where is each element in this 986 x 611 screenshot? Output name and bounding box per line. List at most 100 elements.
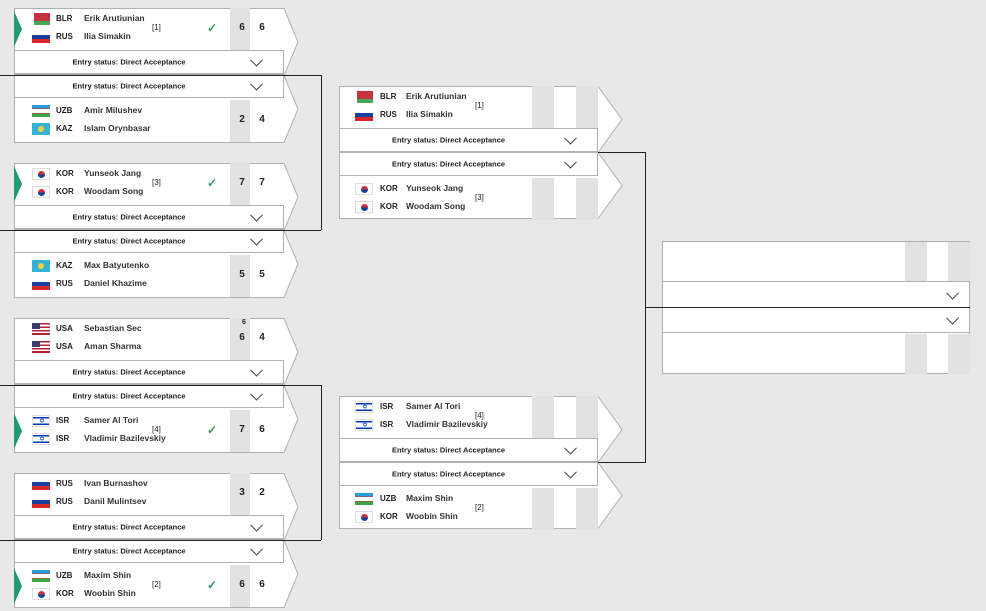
entry-status-row[interactable]: Entry status: Direct Acceptance [14, 50, 284, 74]
chevron-down-icon[interactable] [564, 131, 577, 145]
player-name[interactable]: Yunseok Jang [84, 168, 142, 178]
player-name[interactable]: Samer Al Tori [84, 415, 139, 425]
player-name[interactable]: Daniel Khazime [84, 278, 147, 288]
score-column [230, 410, 250, 452]
chevron-down-icon[interactable] [250, 363, 263, 377]
entry-status-row[interactable]: Entry status: Direct Acceptance [14, 74, 284, 98]
player-name[interactable]: Ilia Simakin [406, 109, 453, 119]
chevron-down-icon[interactable] [250, 232, 263, 246]
entry-status-row[interactable]: Entry status: Direct Acceptance [14, 384, 284, 408]
chevron-down-icon[interactable] [250, 53, 263, 67]
player-name[interactable]: Vladimir Bazilevskiy [406, 419, 488, 429]
player-name[interactable]: Maxim Shin [406, 493, 454, 503]
check-icon: ✓ [207, 578, 218, 592]
player-name[interactable]: Aman Sharma [84, 341, 142, 351]
flag-isr-icon: ✡ [32, 433, 50, 445]
chevron-down-icon[interactable] [250, 387, 263, 401]
player-name[interactable]: Islam Orynbasar [84, 123, 151, 133]
chevron-down-icon[interactable] [946, 311, 959, 325]
player-name[interactable]: Max Batyutenko [84, 260, 150, 270]
chevron-down-icon[interactable] [564, 155, 577, 169]
score-column [576, 396, 598, 438]
player-name[interactable]: Woobin Shin [406, 511, 458, 521]
score-column [905, 242, 927, 282]
country-code: KAZ [56, 261, 73, 270]
entry-status-row[interactable]: Entry status: Direct Acceptance [339, 128, 598, 152]
country-code: USA [56, 324, 73, 333]
country-code: RUS [56, 32, 73, 41]
flag-uzb-icon [32, 105, 50, 117]
seed-label: [1] [152, 23, 161, 32]
chevron-down-icon[interactable] [946, 286, 959, 300]
winner-marker-icon [14, 413, 22, 449]
set-score: 6 [259, 424, 265, 435]
player-name[interactable]: Samer Al Tori [406, 401, 461, 411]
flag-kor-icon [355, 183, 373, 195]
chevron-down-icon[interactable] [250, 518, 263, 532]
country-code: RUS [56, 479, 73, 488]
country-code: ISR [56, 434, 70, 443]
player-name[interactable]: Woobin Shin [84, 588, 136, 598]
flag-kor-icon [32, 168, 50, 180]
entry-status-row[interactable] [662, 307, 970, 333]
entry-status-row[interactable]: Entry status: Direct Acceptance [14, 205, 284, 229]
player-name[interactable]: Erik Arutiunian [406, 91, 467, 101]
score-column [230, 565, 250, 607]
entry-status-row[interactable]: Entry status: Direct Acceptance [339, 438, 598, 462]
score-column [576, 488, 598, 530]
connector-line [0, 230, 321, 231]
entry-status-row[interactable]: Entry status: Direct Acceptance [339, 462, 598, 486]
connector-line [0, 385, 321, 386]
player-name[interactable]: Yunseok Jang [406, 183, 464, 193]
chevron-down-icon[interactable] [250, 77, 263, 91]
chevron-down-icon[interactable] [250, 542, 263, 556]
entry-status-row[interactable]: Entry status: Direct Acceptance [14, 360, 284, 384]
seed-label: [3] [475, 193, 484, 202]
taegeuk-icon [38, 171, 45, 178]
entry-status-row[interactable] [662, 281, 970, 307]
sun-icon [38, 126, 44, 132]
flag-kaz-icon [32, 123, 50, 135]
connector-line [645, 307, 663, 308]
player-name[interactable]: Woodam Song [84, 186, 144, 196]
set-score: 7 [239, 177, 245, 188]
score-column [230, 318, 250, 360]
set-score: 7 [259, 177, 265, 188]
connector-line [321, 385, 322, 540]
flag-rus-icon [32, 278, 50, 290]
entry-status-row[interactable]: Entry status: Direct Acceptance [339, 152, 598, 176]
flag-rus-icon [32, 478, 50, 490]
player-name[interactable]: Danil Mulintsev [84, 496, 147, 506]
player-name[interactable]: Vladimir Bazilevskiy [84, 433, 166, 443]
player-name[interactable]: Sebastian Sec [84, 323, 142, 333]
entry-status-label: Entry status: Direct Acceptance [391, 445, 506, 455]
flag-kor-icon [32, 186, 50, 198]
entry-status-row[interactable]: Entry status: Direct Acceptance [14, 515, 284, 539]
chevron-down-icon[interactable] [564, 465, 577, 479]
country-code: RUS [380, 110, 397, 119]
chevron-down-icon[interactable] [250, 208, 263, 222]
entry-status-row[interactable]: Entry status: Direct Acceptance [14, 539, 284, 563]
player-name[interactable]: Woodam Song [406, 201, 466, 211]
set-score: 2 [259, 487, 265, 498]
player-name[interactable]: Maxim Shin [84, 570, 132, 580]
player-name[interactable]: Amir Milushev [84, 105, 143, 115]
entry-status-row[interactable]: Entry status: Direct Acceptance [14, 229, 284, 253]
chevron-down-icon[interactable] [564, 441, 577, 455]
player-name[interactable]: Erik Arutiunian [84, 13, 145, 23]
connector-line [598, 462, 646, 463]
player-name[interactable]: Ivan Burnashov [84, 478, 148, 488]
player-name[interactable]: Ilia Simakin [84, 31, 131, 41]
